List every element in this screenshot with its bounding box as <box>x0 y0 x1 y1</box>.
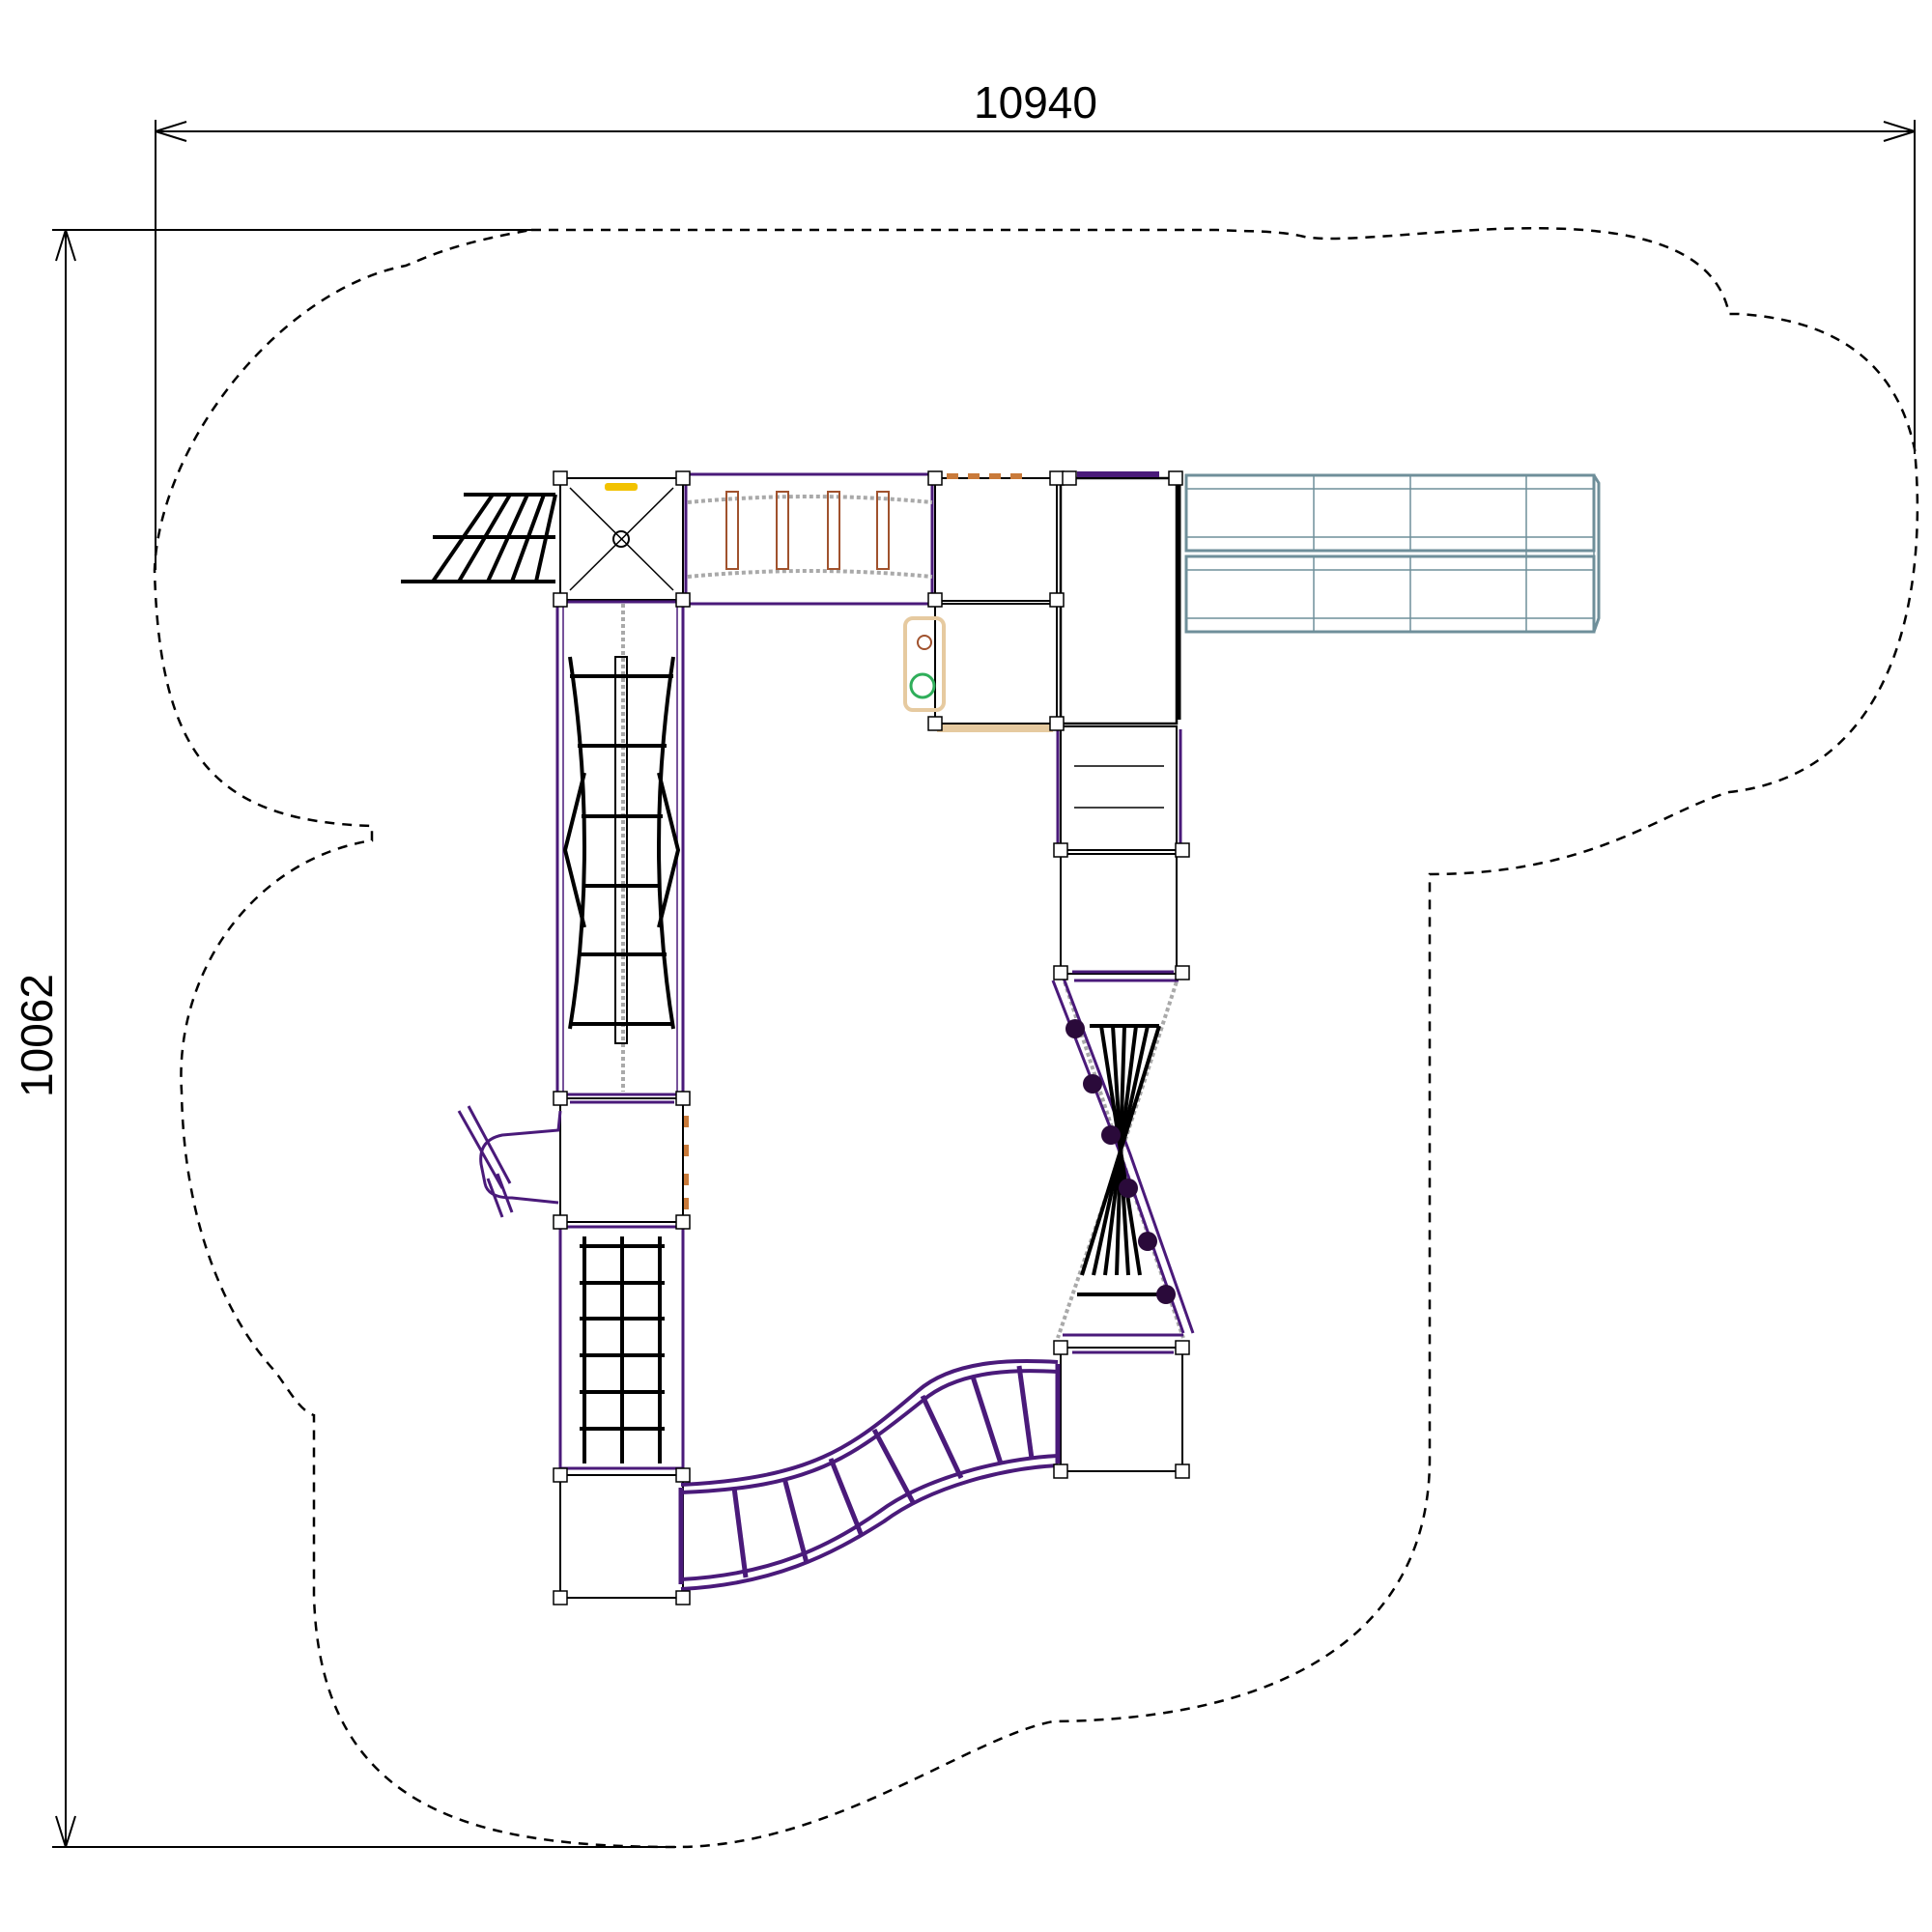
width-label: 10940 <box>974 77 1097 128</box>
climbing-net-left <box>401 493 557 583</box>
yellow-handle-icon <box>605 483 638 491</box>
tower-top-center <box>934 473 1058 732</box>
double-slide <box>1184 473 1601 634</box>
long-net-tunnel <box>555 600 685 1096</box>
width-dimension: 10940 <box>155 77 1916 570</box>
safety-zone-outline <box>153 227 1919 1849</box>
deck-right-middle <box>1060 853 1178 975</box>
height-label: 10062 <box>12 974 62 1097</box>
deck-left-bottom <box>559 1474 684 1599</box>
curved-bridge <box>678 1358 1061 1591</box>
center-knob-icon <box>612 530 630 548</box>
posts <box>553 470 1190 1605</box>
tower-top-left <box>559 477 684 601</box>
green-wheel-icon <box>909 672 936 699</box>
rope-bridge-top <box>684 472 934 606</box>
deck-right-bottom <box>1060 1347 1183 1472</box>
ladder-left-bottom <box>558 1225 685 1470</box>
stair-section <box>1056 725 1182 851</box>
steering-rail-left <box>457 1105 562 1218</box>
height-dimension: 10062 <box>12 229 676 1848</box>
tower-tall-right <box>1059 471 1181 725</box>
twisted-ladder <box>1051 975 1195 1339</box>
deck-left-middle <box>559 1097 689 1223</box>
play-panel-side <box>903 616 946 712</box>
